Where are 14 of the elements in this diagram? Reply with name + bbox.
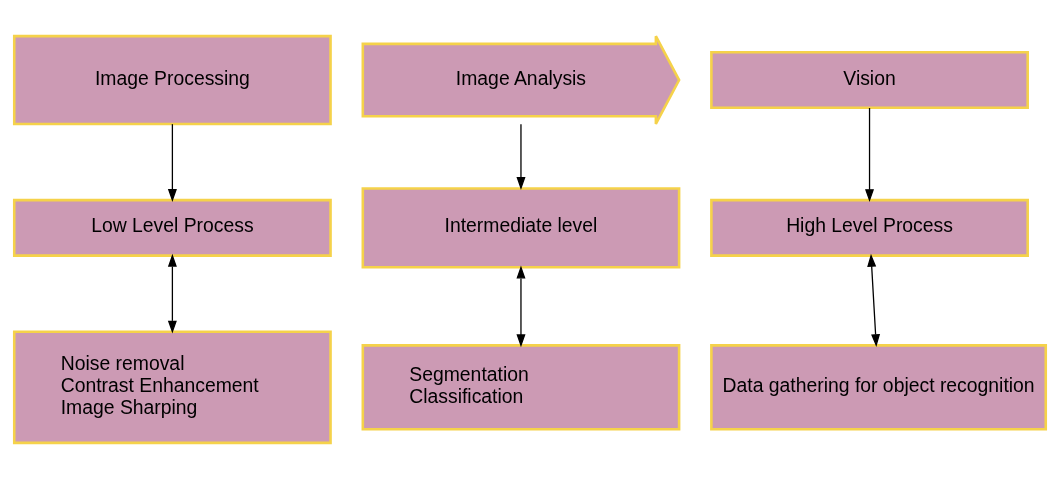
node-box: Data gathering for object recognition xyxy=(710,344,1048,431)
node-box: High Level Process xyxy=(710,198,1029,257)
node-box: Image Processing xyxy=(12,34,332,126)
arrow xyxy=(516,123,526,191)
arrow xyxy=(867,253,881,348)
node-box: Low Level Process xyxy=(12,198,332,257)
node-box: Vision xyxy=(710,51,1029,110)
arrow xyxy=(167,123,177,203)
node-box: Intermediate level xyxy=(361,187,681,269)
arrow xyxy=(516,265,526,348)
node-box: Segmentation Classification xyxy=(361,344,681,431)
node-box: Noise removal Contrast Enhancement Image Sharping xyxy=(12,330,332,445)
arrow xyxy=(167,253,177,334)
arrow xyxy=(865,107,875,203)
